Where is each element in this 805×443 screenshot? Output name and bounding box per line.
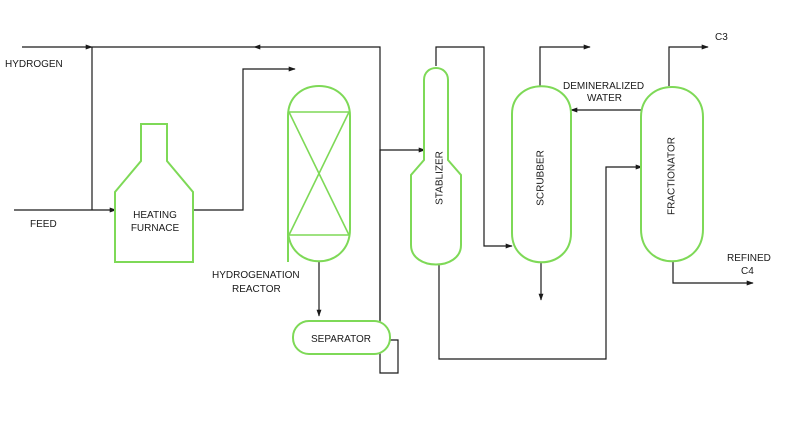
separator-to-stabilizer-line: [379, 147, 426, 374]
heating-furnace-label-line1: HEATING: [133, 210, 177, 221]
heating-furnace-label-line2: FURNACE: [131, 223, 180, 234]
refined-c4-label-line2: C4: [741, 266, 754, 277]
fractionator: [640, 86, 704, 263]
hydrogen-label: HYDROGEN: [5, 59, 63, 70]
c3-label: C3: [715, 32, 728, 43]
fractionator-label: FRACTIONATOR: [667, 137, 678, 215]
heating-furnace: [114, 123, 194, 263]
refined-c4-label-line1: REFINED: [727, 253, 771, 264]
stabilizer-label: STABLIZER: [435, 151, 446, 205]
reactor-bed-diag-2: [288, 111, 350, 236]
hydrogenation-reactor-label-line1: HYDROGENATION: [212, 270, 300, 281]
refined-c4-line: [672, 262, 754, 286]
c3-line: [668, 44, 709, 86]
scrubber: [511, 85, 572, 264]
scrubber-label: SCRUBBER: [536, 150, 547, 206]
stabilizer-to-scrubber-line: [435, 46, 513, 249]
separator-label: SEPARATOR: [311, 334, 371, 345]
demineralized-water-label-line2: WATER: [587, 93, 622, 104]
stabilizer-to-fractionator-line: [438, 164, 643, 360]
stabilizer: [410, 67, 462, 266]
demineralized-water-label-line1: DEMINERALIZED: [563, 81, 644, 92]
separator: [292, 320, 391, 355]
feed-label: FEED: [30, 219, 57, 230]
furnace-to-reactor-line: [193, 66, 296, 211]
scrubber-overhead-line: [539, 44, 591, 86]
hydrogenation-reactor-label-line2: REACTOR: [232, 284, 281, 295]
